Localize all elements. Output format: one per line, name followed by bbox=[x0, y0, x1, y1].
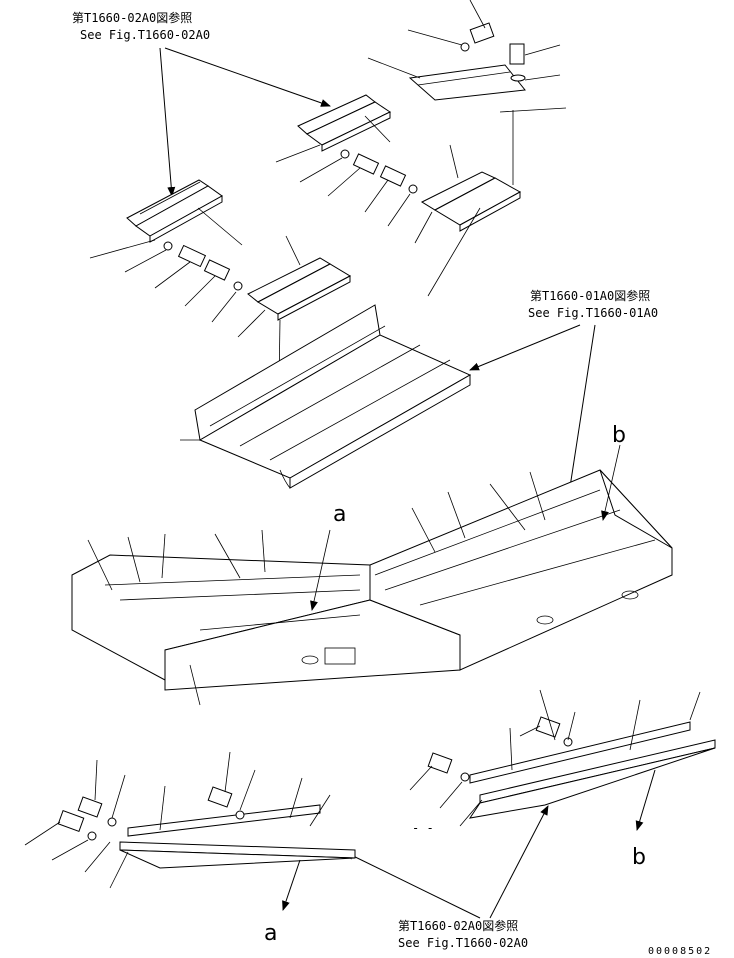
marker-a-bottom: a bbox=[264, 921, 277, 946]
marker-a-top: a bbox=[333, 502, 346, 527]
washer-icon bbox=[408, 184, 418, 194]
bolt-icon bbox=[379, 165, 407, 187]
washer-icon bbox=[563, 737, 573, 747]
leader-lines-top bbox=[89, 0, 567, 451]
washer-icon bbox=[460, 772, 470, 782]
ref-arrow-top-2 bbox=[164, 47, 331, 107]
reference-arrows bbox=[159, 47, 596, 919]
reference-label-bottom: 第T1660-02A0図参照 See Fig.T1660-02A0 bbox=[398, 918, 528, 950]
bolt-icon bbox=[509, 43, 525, 65]
bolts-top bbox=[163, 22, 526, 291]
svg-text:第T1660-02A0図参照: 第T1660-02A0図参照 bbox=[72, 10, 192, 25]
ref-arrow-middle-1 bbox=[469, 324, 581, 371]
washer-icon bbox=[87, 831, 97, 841]
washer-icon bbox=[107, 817, 117, 827]
top-right-plate bbox=[408, 64, 526, 101]
bottom-left-plates bbox=[24, 751, 356, 911]
center-bracket bbox=[247, 257, 352, 321]
reference-label-middle-right: 第T1660-01A0図参照 See Fig.T1660-01A0 bbox=[528, 288, 658, 320]
bottom-right-plates bbox=[409, 689, 716, 831]
bolt-icon bbox=[469, 22, 495, 44]
top-left-bracket bbox=[126, 179, 223, 243]
svg-text:See Fig.T1660-01A0: See Fig.T1660-01A0 bbox=[528, 306, 658, 320]
main-track-frame bbox=[71, 469, 673, 706]
washer-icon bbox=[235, 810, 245, 820]
leader-lines-main bbox=[87, 444, 621, 611]
svg-text:See Fig.T1660-02A0: See Fig.T1660-02A0 bbox=[80, 28, 210, 42]
center-frame-subassembly bbox=[180, 304, 472, 489]
drawing-number: 00008502 bbox=[648, 946, 712, 957]
svg-text:See Fig.T1660-02A0: See Fig.T1660-02A0 bbox=[398, 936, 528, 950]
ref-arrow-middle-2 bbox=[565, 324, 596, 501]
washer-icon bbox=[460, 42, 470, 52]
ref-arrow-bottom-2 bbox=[489, 805, 549, 919]
washer-icon bbox=[233, 281, 243, 291]
bolt-icon bbox=[203, 259, 231, 281]
marker-b-top: b bbox=[612, 423, 626, 448]
washer-icon bbox=[163, 241, 173, 251]
bolt-icon bbox=[77, 796, 103, 818]
bolt-icon bbox=[177, 244, 207, 268]
ref-arrow-top-1 bbox=[159, 47, 176, 197]
svg-text:第T1660-01A0図参照: 第T1660-01A0図参照 bbox=[530, 288, 650, 303]
middle-right-bracket bbox=[420, 171, 522, 232]
small-dash-mark: - - bbox=[412, 821, 434, 835]
ref-arrow-bottom-1 bbox=[344, 851, 481, 919]
washer-icon bbox=[340, 149, 350, 159]
bolt-icon bbox=[352, 153, 380, 175]
bolt-icon bbox=[57, 810, 85, 832]
marker-b-bottom: b bbox=[632, 845, 646, 870]
washer-icon bbox=[510, 74, 526, 82]
svg-text:第T1660-02A0図参照: 第T1660-02A0図参照 bbox=[398, 918, 518, 933]
bolt-icon bbox=[427, 752, 453, 774]
bolt-icon bbox=[535, 716, 561, 738]
top-center-bracket bbox=[297, 94, 392, 152]
reference-label-top-left: 第T1660-02A0図参照 See Fig.T1660-02A0 bbox=[72, 10, 210, 42]
bolt-icon bbox=[207, 786, 233, 808]
